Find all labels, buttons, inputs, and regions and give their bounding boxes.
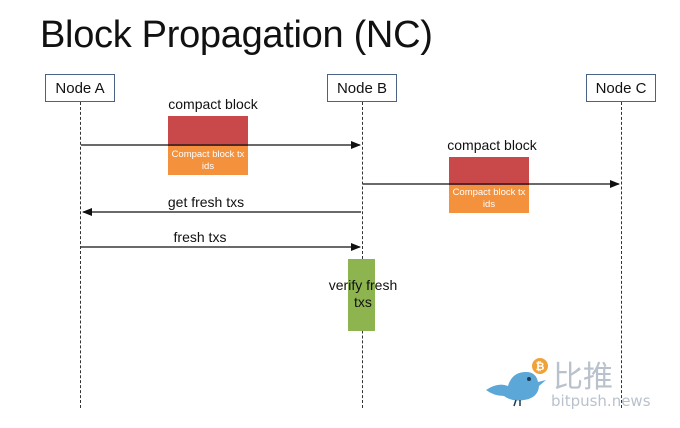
bird-logo-icon: ₿	[486, 358, 548, 407]
compact-block-ab-header	[168, 116, 248, 146]
verify-block	[348, 259, 375, 331]
lifeline-b	[362, 102, 363, 408]
watermark-chinese: 比推	[553, 360, 613, 395]
label-compact-block-ab: compact block	[168, 96, 258, 112]
svg-text:₿: ₿	[536, 360, 545, 373]
label-fresh-txs: fresh txs	[173, 229, 227, 245]
node-b: Node B	[327, 74, 397, 102]
lifeline-c	[621, 102, 622, 408]
compact-block-ab-txids: Compact block tx ids	[168, 146, 248, 175]
label-verify-fresh-txs: verify fresh txs	[328, 277, 398, 310]
node-a: Node A	[45, 74, 115, 102]
watermark-domain: bitpush.news	[551, 392, 651, 410]
label-get-fresh-txs: get fresh txs	[167, 194, 245, 210]
diagram-title: Block Propagation (NC)	[40, 14, 433, 56]
node-c: Node C	[586, 74, 656, 102]
compact-block-bc-header	[449, 157, 529, 185]
compact-block-bc-txids: Compact block tx ids	[449, 185, 529, 213]
label-compact-block-bc: compact block	[447, 137, 537, 153]
lifeline-a	[80, 102, 81, 408]
